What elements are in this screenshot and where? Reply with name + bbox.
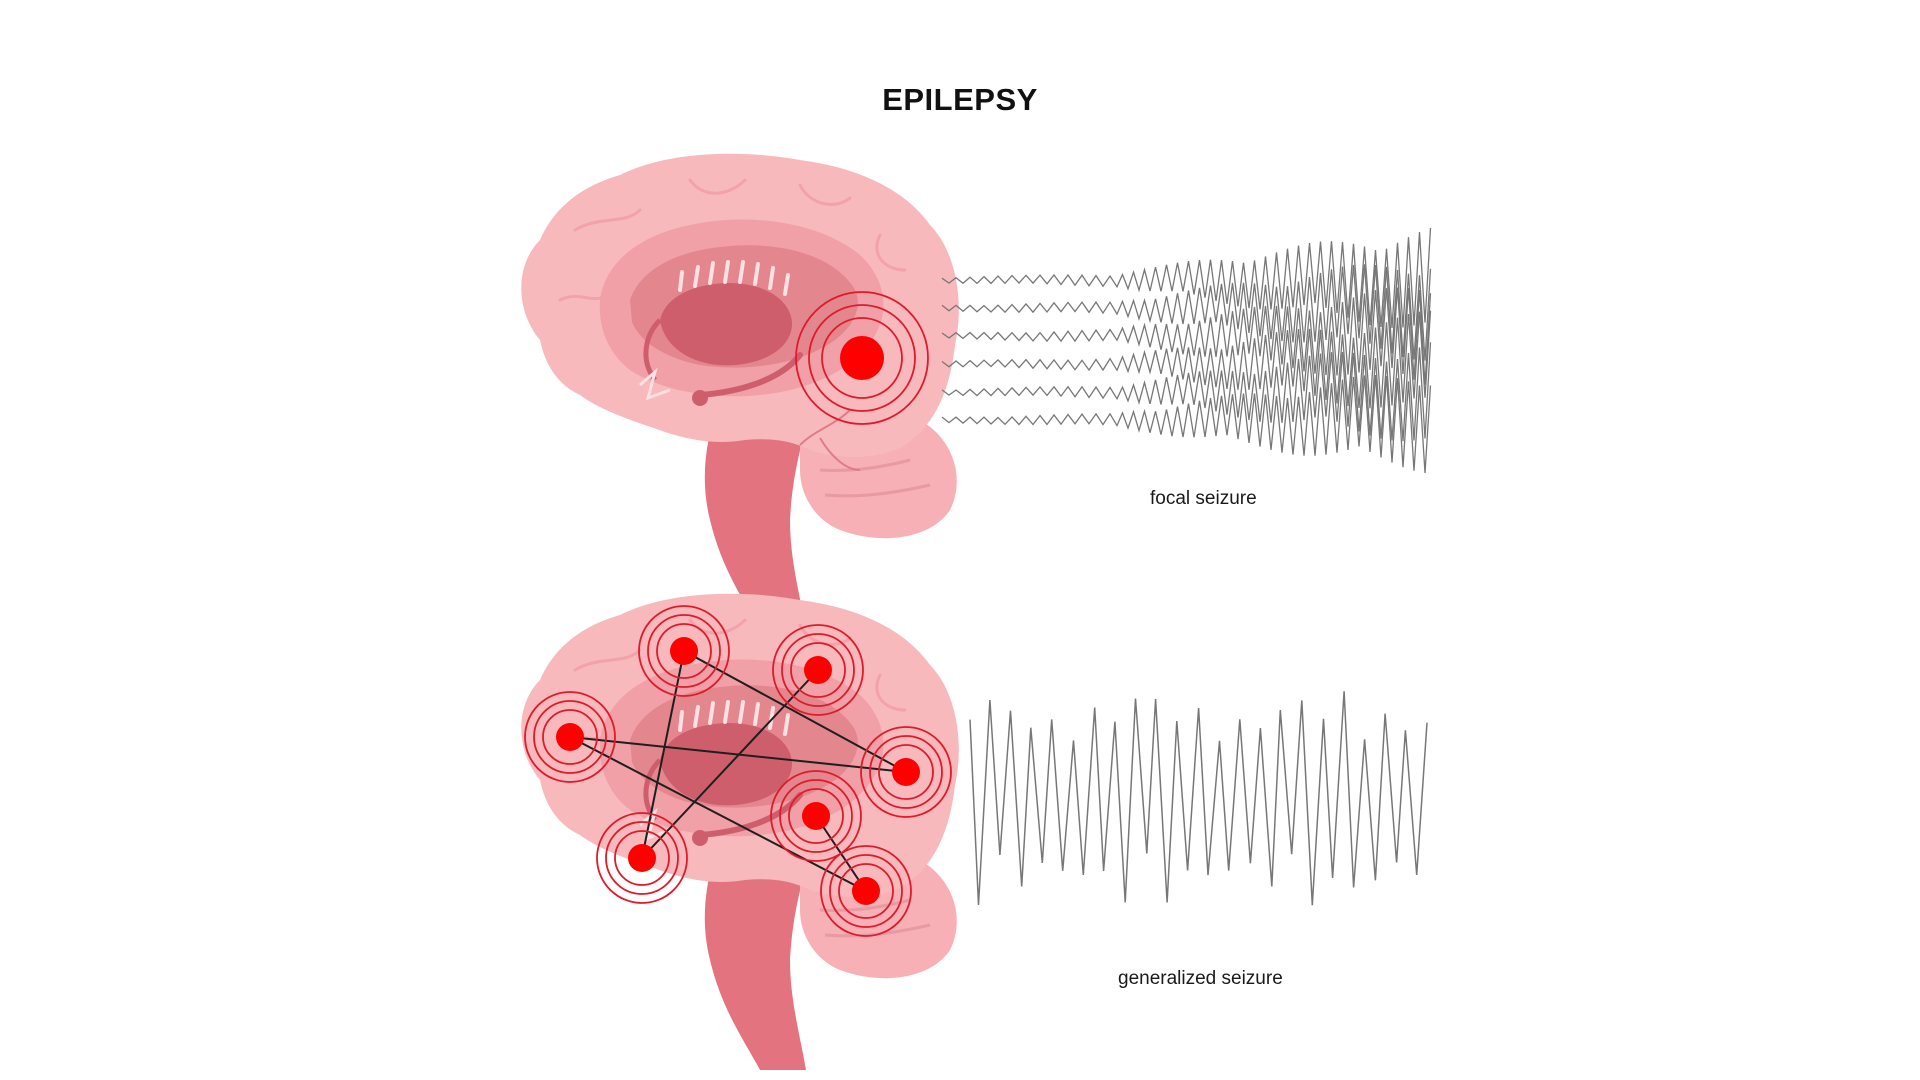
caption-generalized-seizure: generalized seizure — [1118, 968, 1283, 989]
seizure-foci-generalized — [524, 605, 952, 937]
caption-focal-seizure: focal seizure — [1150, 488, 1257, 509]
seizure-focus — [770, 770, 862, 862]
eeg-trace — [941, 375, 1432, 474]
seizure-focus — [638, 605, 730, 697]
brain-generalized — [521, 594, 959, 1070]
eeg-trace — [969, 691, 1428, 906]
seizure-focus — [860, 726, 952, 818]
eeg-trace — [941, 264, 1432, 361]
seizure-focus-focal — [795, 291, 929, 425]
eeg-trace — [941, 310, 1432, 409]
eeg-trace — [941, 227, 1432, 328]
seizure-focus — [596, 812, 688, 904]
brain-focal — [521, 154, 959, 630]
eeg-generalized-trace — [969, 691, 1428, 906]
seizure-focus — [524, 691, 616, 783]
eeg-trace — [941, 342, 1432, 442]
seizure-focus — [772, 624, 864, 716]
page-title: EPILEPSY — [882, 82, 1038, 117]
seizure-focus — [820, 845, 912, 937]
eeg-focal-traces — [941, 227, 1432, 474]
eeg-trace — [941, 287, 1432, 385]
